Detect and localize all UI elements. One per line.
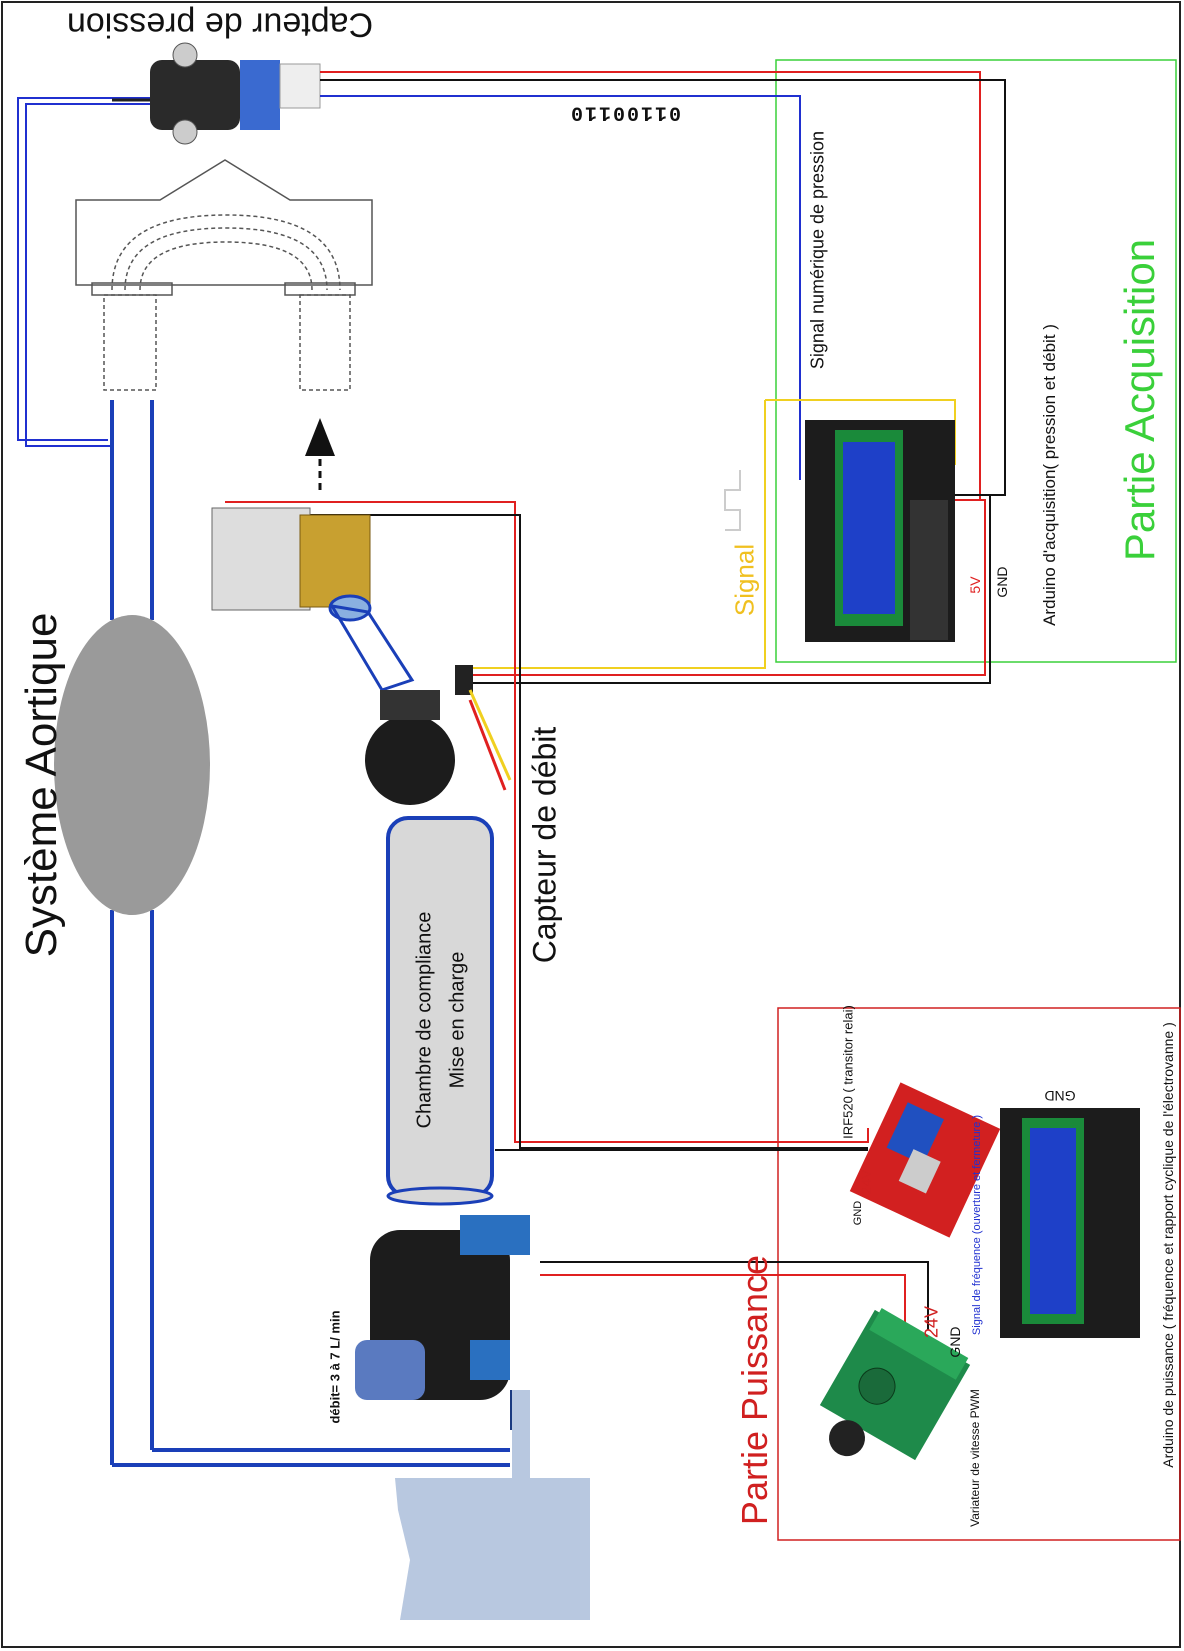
valve-manifold-drawing (76, 160, 372, 390)
aortic-ellipse (54, 615, 210, 915)
gnd-pwm-label: GND (947, 1326, 963, 1357)
compliance-chamber-label-2: Mise en charge (447, 952, 470, 1089)
lcd-arduino-icon (805, 420, 955, 642)
binary-code-label: 01100110 (569, 101, 681, 124)
compliance-chamber-label-1: Chambre de compliance (414, 912, 437, 1129)
pump-flow-label: débit= 3 à 7 L/ min (328, 1310, 343, 1423)
reservoir-icon (395, 1478, 590, 1620)
pump-outlet (512, 1390, 530, 1480)
gnd-relay-label: GND (852, 1201, 864, 1225)
aortic-system-title: Système Aortique (17, 613, 67, 958)
pressure-sensor-icon (112, 43, 320, 144)
pressure-sensor-title: Capteur de pression (67, 5, 373, 44)
flow-sensor-icon (365, 665, 510, 805)
frequency-signal-label: Signal de fréquence (ouverture et fermet… (971, 1115, 983, 1335)
compliance-chamber (388, 818, 492, 1204)
pressure-signal-label: Signal numérique de pression (808, 131, 829, 369)
24v-relay-label: 24V (858, 1170, 874, 1195)
square-wave-icon (725, 470, 740, 530)
gnd-acq-label: GND (994, 566, 1010, 597)
power-arduino-label: Arduino de puissance ( fréquence et rapp… (1160, 1022, 1176, 1468)
irf520-label: IRF520 ( transitor relai) (841, 1005, 856, 1139)
power-lcd-arduino-icon (1000, 1108, 1140, 1338)
acquisition-arduino-label: Arduino d'acquisition( pression et débit… (1040, 324, 1060, 626)
solenoid-valve-icon (212, 508, 370, 620)
pwm-variator-label: Variateur de vitesse PWM (968, 1389, 982, 1527)
signal-label: Signal (730, 544, 761, 616)
24v-pwm-label: 24V (922, 1306, 943, 1338)
arrow-up-icon (305, 418, 335, 490)
acquisition-part-title: Partie Acquisition (1116, 239, 1164, 561)
5v-label: 5V (967, 576, 983, 593)
gnd-power-lcd-label: GND (1044, 1088, 1075, 1104)
power-part-title: Partie Puissance (734, 1255, 776, 1525)
flow-sensor-title: Capteur de débit (527, 727, 564, 964)
pump-icon (355, 1215, 530, 1430)
